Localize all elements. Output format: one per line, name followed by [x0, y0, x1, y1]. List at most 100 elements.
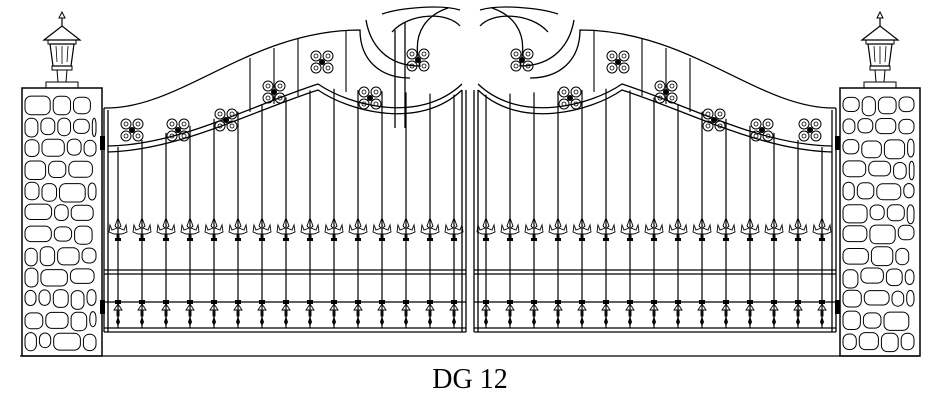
stone: [73, 118, 90, 134]
stone: [885, 268, 903, 287]
stone: [41, 183, 57, 202]
gate-bar: [692, 111, 712, 328]
stone: [842, 289, 862, 308]
stone: [895, 247, 910, 266]
gate-bar: [420, 93, 440, 328]
stone: [886, 204, 905, 222]
scroll-ornament-icon: [120, 118, 144, 142]
stone: [39, 246, 56, 267]
stone: [876, 183, 902, 201]
stone: [24, 289, 37, 306]
gate-bar: [348, 90, 368, 328]
gate-bar: [476, 94, 496, 328]
stone: [52, 95, 71, 116]
gate-bar: [228, 111, 248, 328]
right-pillar-stones: [842, 96, 915, 353]
stone: [875, 118, 897, 135]
stone: [842, 96, 860, 113]
stone: [893, 162, 907, 180]
stone: [66, 138, 82, 156]
stone: [59, 183, 86, 203]
gate-bar: [156, 132, 176, 328]
stone: [904, 269, 915, 286]
stone: [24, 225, 52, 243]
stone: [57, 117, 71, 137]
stone: [869, 224, 896, 245]
stone: [24, 117, 39, 138]
stone: [880, 332, 899, 353]
gate-bar: [396, 92, 416, 328]
gate-bar: [180, 125, 200, 328]
gate-bar: [620, 90, 640, 328]
gate-bar: [572, 90, 592, 328]
stone: [70, 290, 85, 310]
gate-bar: [444, 94, 464, 328]
stone: [73, 96, 91, 115]
stone: [842, 225, 868, 243]
stone: [869, 204, 885, 221]
gate-bar: [812, 147, 832, 328]
stone: [24, 332, 37, 352]
stone: [40, 269, 68, 287]
gate-bar: [252, 104, 272, 328]
stone: [24, 312, 44, 330]
gate-bar: [132, 139, 152, 328]
stone: [24, 247, 38, 267]
stone: [856, 182, 875, 200]
gate-bar: [300, 90, 320, 328]
stone: [842, 139, 860, 155]
gate-bar: [548, 91, 568, 328]
stone: [83, 139, 97, 157]
stone: [897, 224, 915, 241]
stone: [883, 311, 910, 331]
stone: [89, 311, 97, 328]
stone: [41, 138, 65, 157]
stone: [863, 290, 890, 306]
left-pillar-stones: [24, 95, 97, 352]
stone: [70, 311, 88, 332]
stone: [898, 118, 915, 135]
stone: [842, 204, 868, 224]
stone: [862, 312, 882, 329]
gate-bar: [716, 118, 736, 328]
stone: [24, 95, 51, 116]
stone: [54, 204, 69, 222]
hinges: [100, 136, 840, 314]
stone: [57, 247, 80, 266]
gate-svg: [20, 6, 921, 357]
stone: [69, 268, 95, 284]
gate-bar: [740, 125, 760, 328]
stone: [24, 160, 47, 180]
stone: [861, 96, 876, 117]
stone: [842, 333, 857, 350]
stone: [842, 269, 859, 289]
stone: [842, 310, 861, 331]
stone: [24, 139, 40, 157]
scroll-ornament-icon: [310, 50, 334, 74]
stone: [74, 225, 93, 245]
stone: [860, 267, 884, 284]
stone: [842, 248, 869, 265]
gate-bar: [764, 132, 784, 328]
stone: [908, 160, 915, 181]
stone: [86, 289, 97, 306]
stone: [24, 181, 40, 201]
stone: [87, 182, 97, 201]
stone: [861, 140, 882, 159]
scroll-ornament-icon: [798, 118, 822, 142]
stone: [52, 289, 69, 308]
stone: [82, 333, 97, 352]
stone: [883, 139, 906, 160]
stone: [81, 247, 97, 264]
stone: [858, 332, 879, 351]
stone: [870, 246, 894, 267]
stone: [53, 226, 73, 242]
gate-bar: [204, 118, 224, 328]
stone: [45, 311, 69, 329]
stone: [24, 203, 53, 221]
gate-bar: [788, 139, 808, 328]
stone: [891, 290, 905, 307]
scroll-ornaments: [120, 48, 822, 142]
gate-bar: [276, 97, 296, 328]
